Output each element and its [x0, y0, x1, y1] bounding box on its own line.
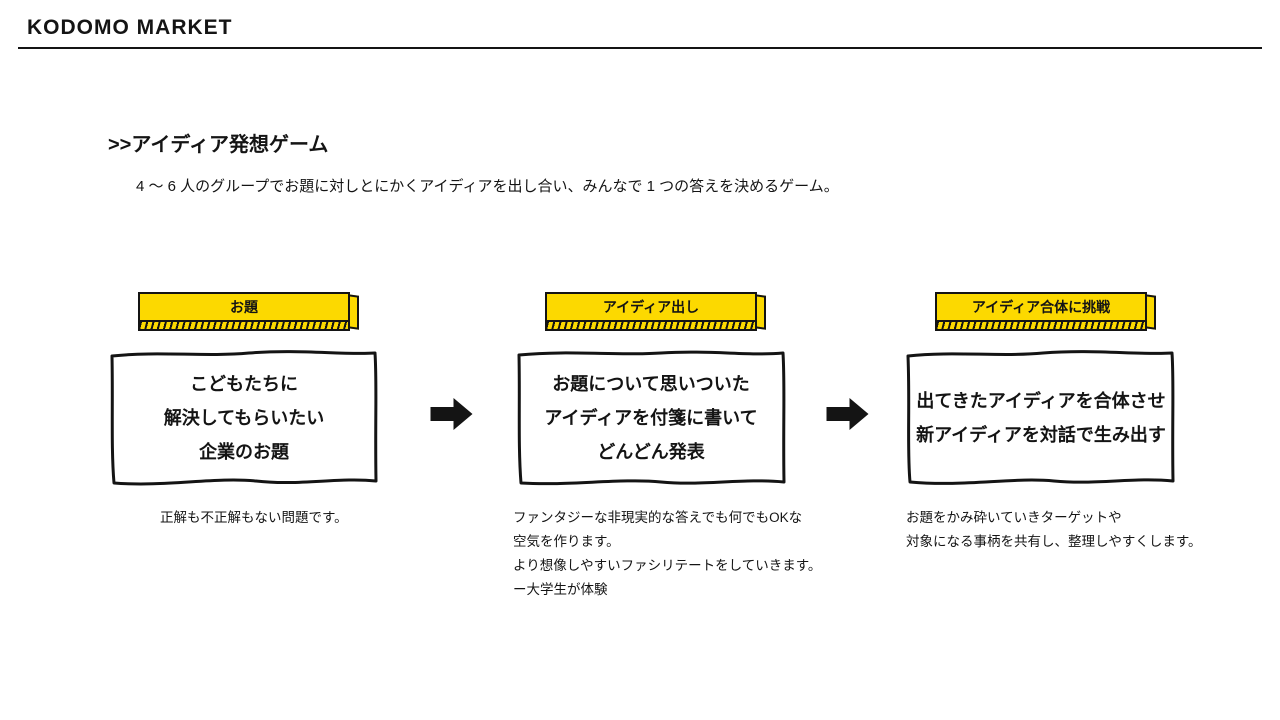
note-line: ファンタジーな非現実的な答えでも何でもOKな — [513, 510, 803, 525]
box-line: 出てきたアイディアを合体させ — [916, 391, 1166, 411]
note-line: 対象になる事柄を共有し、整理しやすくします。 — [906, 534, 1202, 549]
box-line: こどもたちに — [190, 374, 298, 394]
step-combine-banner: アイディア合体に挑戦 — [935, 292, 1156, 331]
step-combine-banner-label: アイディア合体に挑戦 — [935, 292, 1147, 322]
step-combine-box: 出てきたアイディアを合体させ 新アイディアを対話で生み出す — [901, 346, 1181, 490]
flow-arrow-icon — [430, 396, 473, 432]
box-line: 新アイディアを対話で生み出す — [916, 425, 1166, 445]
flow-arrow-icon — [826, 396, 869, 432]
note-line: 正解も不正解もない問題です。 — [160, 510, 348, 525]
step-ideation: アイディア出し お題について思いついた アイディアを付箋に書いて どんどん発表 … — [511, 292, 822, 602]
note-line: より想像しやすいファシリテートをしていきます。 — [513, 558, 822, 573]
step-ideation-banner: アイディア出し — [545, 292, 766, 331]
step-topic-notes: 正解も不正解もない問題です。 — [104, 506, 384, 530]
step-topic: お題 こどもたちに 解決してもらいたい 企業のお題 正解も不正解もない問題です。 — [104, 292, 384, 530]
step-ideation-notes: ファンタジーな非現実的な答えでも何でもOKな 空気を作ります。 より想像しやすい… — [511, 506, 822, 602]
step-combine-box-text: 出てきたアイディアを合体させ 新アイディアを対話で生み出す — [901, 346, 1181, 490]
brand-logo-text: KODOMO MARKET — [27, 16, 233, 39]
step-topic-box-text: こどもたちに 解決してもらいたい 企業のお題 — [104, 346, 384, 490]
box-line: どんどん発表 — [597, 442, 705, 462]
step-ideation-box: お題について思いついた アイディアを付箋に書いて どんどん発表 — [511, 346, 791, 490]
step-ideation-banner-label: アイディア出し — [545, 292, 757, 322]
step-topic-banner: お題 — [138, 292, 359, 331]
hand-drawn-box-border — [517, 350, 786, 486]
step-ideation-box-text: お題について思いついた アイディアを付箋に書いて どんどん発表 — [511, 346, 791, 490]
page-description: 4 ～ 6 人のグループでお題に対しとにかくアイディアを出し合い、みんなで 1 … — [136, 178, 839, 195]
box-line: アイディアを付箋に書いて — [544, 408, 758, 428]
step-combine-notes: お題をかみ砕いていきターゲットや 対象になる事柄を共有し、整理しやすくします。 — [901, 506, 1202, 554]
step-topic-banner-label: お題 — [138, 292, 350, 322]
page-title: >>アイディア発想ゲーム — [108, 134, 329, 156]
note-line: 空気を作ります。 — [513, 534, 620, 549]
hand-drawn-box-border — [906, 350, 1175, 485]
step-topic-box: こどもたちに 解決してもらいたい 企業のお題 — [104, 346, 384, 490]
box-line: お題について思いついた — [552, 374, 750, 394]
header-divider — [18, 47, 1262, 49]
note-line: ー大学生が体験 — [513, 582, 608, 597]
step-combine: アイディア合体に挑戦 出てきたアイディアを合体させ 新アイディアを対話で生み出す… — [901, 292, 1202, 554]
box-line: 解決してもらいたい — [163, 408, 325, 428]
hand-drawn-box-border — [110, 350, 378, 486]
box-line: 企業のお題 — [199, 442, 289, 462]
note-line: お題をかみ砕いていきターゲットや — [906, 510, 1122, 525]
